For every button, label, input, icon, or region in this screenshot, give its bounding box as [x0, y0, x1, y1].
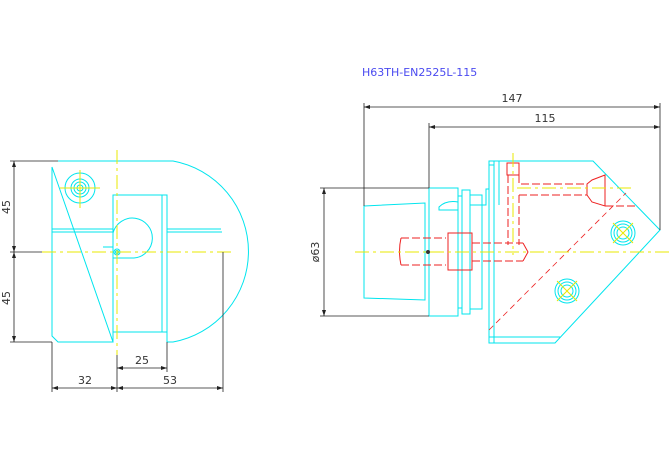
- drive-slot: [438, 201, 459, 211]
- length-dimensions: [363, 103, 661, 230]
- slot-rect: [112, 194, 168, 333]
- screw-icon: [554, 278, 580, 304]
- part-title: H63TH-EN2525L-115: [362, 66, 477, 79]
- dim-slot-width: 25: [135, 354, 149, 367]
- height-dimension: [10, 160, 58, 343]
- insert-diagonal: [488, 192, 627, 331]
- hidden-coolant-channels: [399, 162, 635, 271]
- coolant-hole: [60, 170, 100, 208]
- dim-projection-length: 115: [535, 112, 556, 125]
- diameter-dimension: [320, 187, 429, 317]
- side-body-outline: [51, 160, 249, 343]
- dim-right-width: 53: [163, 374, 177, 387]
- dim-lower-height: 45: [0, 291, 13, 305]
- neck-step: [470, 188, 489, 206]
- side-view: 45 45 32 53 25: [0, 150, 249, 392]
- width-dimensions: [51, 252, 224, 392]
- front-view: 147 115 ø63: [309, 92, 670, 344]
- dim-overall-length: 147: [502, 92, 523, 105]
- holder-plate: [488, 160, 661, 344]
- center-point: [426, 250, 430, 254]
- dim-upper-height: 45: [0, 200, 13, 214]
- screw-icon: [610, 220, 636, 246]
- clamp-arc: [103, 217, 153, 259]
- taper-shank: [363, 202, 426, 301]
- dim-diameter: ø63: [309, 242, 322, 263]
- dim-left-width: 32: [78, 374, 92, 387]
